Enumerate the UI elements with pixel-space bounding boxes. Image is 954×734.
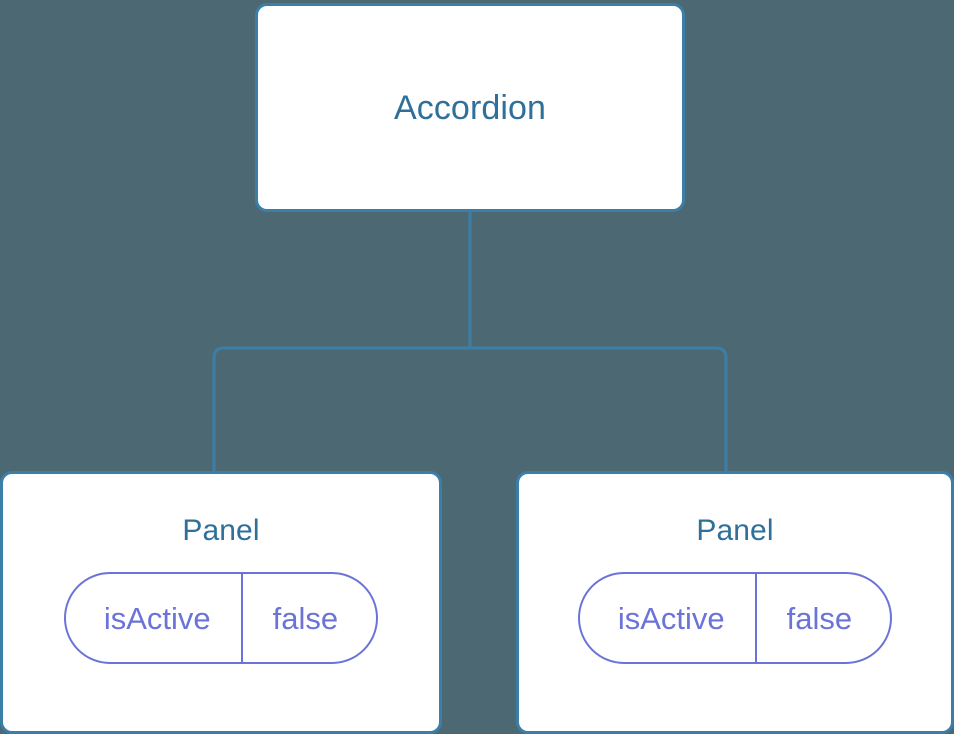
edge-accordion-to-panel-2 — [470, 346, 728, 471]
node-accordion-title: Accordion — [393, 88, 547, 127]
edge-accordion-to-panel-1 — [212, 211, 472, 471]
node-panel-1[interactable]: Panel isActive false — [0, 471, 442, 734]
node-panel-2-title: Panel — [696, 514, 774, 547]
node-panel-1-state-value: false — [240, 574, 376, 662]
node-panel-1-state-pill[interactable]: isActive false — [63, 572, 379, 664]
node-panel-2[interactable]: Panel isActive false — [516, 471, 954, 734]
node-panel-2-state-pill[interactable]: isActive false — [577, 572, 893, 664]
node-panel-1-state-key: isActive — [103, 600, 211, 636]
node-panel-1-title: Panel — [182, 514, 260, 547]
node-panel-2-state-value: false — [754, 574, 890, 662]
node-panel-2-state-key: isActive — [617, 600, 725, 636]
node-accordion[interactable]: Accordion — [255, 3, 685, 212]
